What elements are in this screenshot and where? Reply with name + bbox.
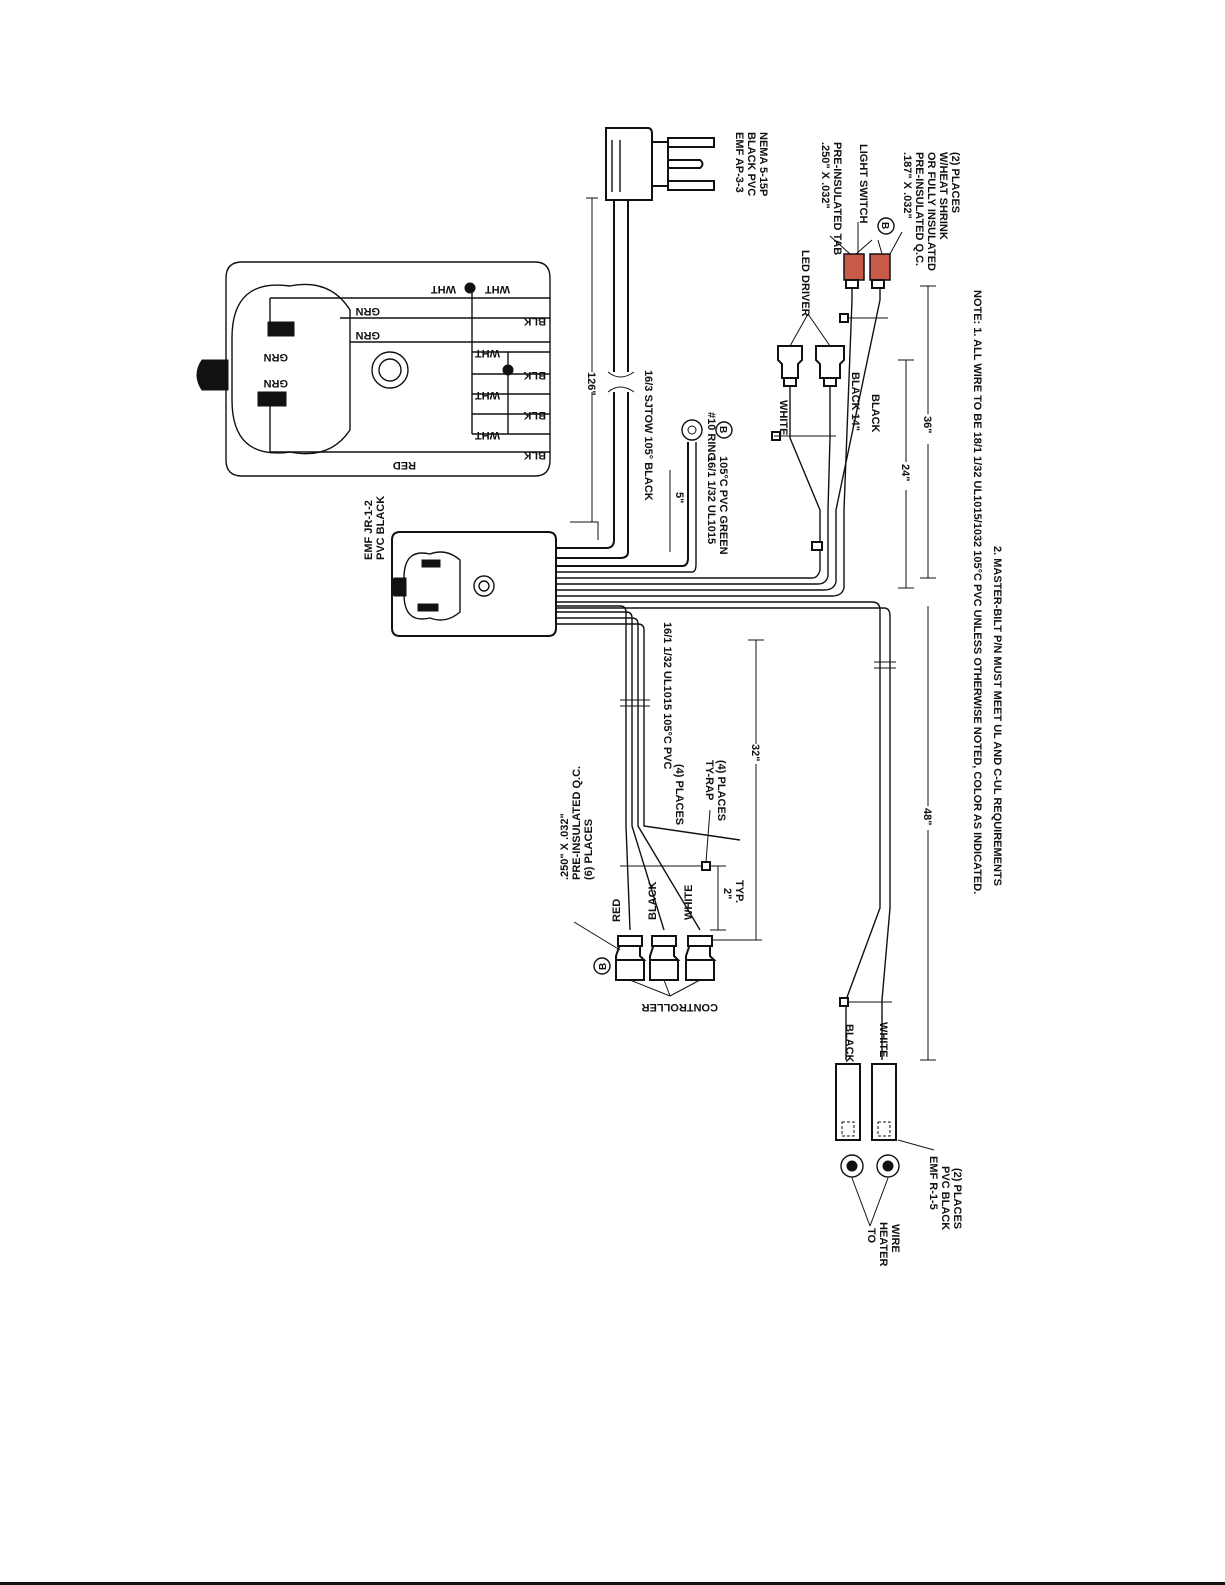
tyrap-label-2: (4) PLACES [715, 760, 727, 821]
heater-length-dimension [920, 606, 936, 1061]
light-qc-label-2: PRE-INSULATED Q.C. [913, 152, 925, 266]
schem-label-wht-5: WHT [475, 429, 500, 441]
light-tab-label-1: .250" X .032" [819, 142, 831, 209]
led-driver-label: LED DRIVER [799, 250, 811, 317]
receptacle-label-2: PVC BLACK [375, 496, 387, 560]
heater-connector-leader [897, 1139, 935, 1151]
controller-marker [593, 957, 611, 975]
plug-label-1: EMF AP-3-3 [733, 132, 745, 193]
light-wire-white: WHITE [777, 400, 789, 435]
controller-wire-black: BLACK [647, 881, 659, 920]
controller-qc-label-3: (6) PLACES [583, 819, 595, 880]
controller-spacing-dimension [710, 865, 726, 931]
page-bottom-rule [0, 1582, 1225, 1585]
heater-to-label-2: HEATER [877, 1222, 889, 1266]
heater-wire-black: BLACK [843, 1024, 855, 1063]
schem-label-blk-4: BLK [523, 449, 546, 461]
ground-marker [715, 421, 733, 439]
note-line-2: 2. MASTER-BILT P/N MUST MEET UL AND C-UL… [991, 546, 1003, 886]
tyrap-label-1: TY-RAP [703, 760, 715, 800]
ground-marker-label: B [717, 426, 728, 433]
schem-label-wht-3: WHT [475, 347, 500, 359]
controller-qc-label-1: .250" X .032" [559, 813, 571, 880]
heater-connectors [835, 1063, 900, 1178]
tyrap-leader [705, 809, 711, 863]
cord-length-dimension [570, 197, 599, 540]
schem-label-wht-1: WHT [431, 283, 456, 295]
schem-label-blk-1: BLK [523, 315, 546, 327]
controller-wire-red: RED [611, 899, 623, 922]
schem-label-wht-4: WHT [475, 389, 500, 401]
ground-wire [556, 419, 703, 573]
ground-ring-label: #10 RING [705, 412, 717, 461]
schem-label-grn-1: GRN [356, 305, 381, 317]
light-switch-label: LIGHT SWITCH [857, 144, 869, 223]
controller-spacing-2: TYP. [733, 880, 745, 903]
led-driver-leader [789, 313, 831, 347]
ground-wire-spec-2: 105°C PVC GREEN [717, 456, 729, 555]
schem-label-grn-3: GRN [264, 351, 289, 363]
light-wires [556, 286, 888, 597]
light-tab-label-2: PRE-INSULATED TAB [831, 142, 843, 255]
light-length-36: 36" [921, 416, 933, 433]
schem-label-grn-2: GRN [356, 329, 381, 341]
ground-wire-spec-1: 16/1 1/32 UL1015 [705, 456, 717, 544]
controller-spacing-1: 2" [721, 888, 733, 899]
light-wire-black: BLACK [869, 394, 881, 433]
schem-label-red: RED [393, 459, 416, 471]
heater-connector-label-3: (2) PLACES [951, 1168, 963, 1229]
schem-label-blk-2: BLK [523, 369, 546, 381]
light-marker [877, 217, 895, 235]
controller-wire-white: WHITE [683, 885, 695, 920]
schem-label-grn-4: GRN [264, 377, 289, 389]
light-length-24: 24" [899, 464, 911, 481]
ground-length-label: 5" [673, 492, 685, 503]
light-qc-label-4: W/HEAT SHRINK [937, 152, 949, 240]
power-cord [556, 200, 635, 559]
schematic-box [196, 261, 551, 477]
light-qc-leader [855, 239, 883, 255]
light-qc-label-1: .187" X .032" [901, 152, 913, 219]
controller-label: CONTROLLER [642, 1001, 718, 1013]
controller-length-label: 32" [749, 744, 761, 761]
heater-length-label: 48" [921, 808, 933, 825]
controller-spec-label-2: (4) PLACES [673, 764, 685, 825]
receptacle-label-1: EMF JR-1-2 [363, 500, 375, 560]
heater-wire-white: WHITE [877, 1022, 889, 1057]
controller-connectors [615, 935, 717, 981]
controller-qc-leader [573, 921, 621, 951]
heater-wire-leader [851, 1177, 889, 1227]
light-length-dimensions [898, 285, 936, 589]
light-wire-black-14: BLACK 14" [849, 372, 861, 431]
receptacle [391, 531, 557, 637]
controller-leaders [629, 979, 701, 997]
cord-spec-label: 16/3 SJTOW 105° BLACK [642, 370, 654, 501]
power-plug [605, 127, 715, 201]
light-qc-leader-2 [889, 231, 903, 255]
plug-label-3: NEMA 5-15P [757, 132, 769, 196]
heater-connector-label-2: PVC BLACK [939, 1166, 951, 1230]
controller-marker-label: B [598, 963, 609, 970]
light-qc-label-3: OR FULLY INSULATED [925, 152, 937, 271]
controller-spec-label-1: 16/1 1/32 UL1015 105°C PVC [661, 622, 673, 770]
heater-wires [556, 601, 896, 1060]
schem-label-blk-3: BLK [523, 409, 546, 421]
schem-label-wht-2: WHT [485, 283, 510, 295]
note-line-1: NOTE: 1. ALL WIRE TO BE 18/1 1/32 UL1015… [971, 290, 983, 894]
light-switch-terminals [843, 253, 891, 289]
cord-length-label: 126" [585, 372, 597, 396]
light-qc-label-5: (2) PLACES [949, 152, 961, 213]
plug-label-2: BLACK PVC [745, 132, 757, 196]
light-tab-leader [829, 235, 851, 255]
heater-connector-label-1: EMF R-1-5 [927, 1156, 939, 1210]
controller-length-dimension [712, 639, 764, 941]
light-marker-label: B [879, 222, 890, 229]
heater-to-label-3: WIRE [889, 1224, 901, 1253]
controller-qc-label-2: PRE-INSULATED Q.C. [571, 766, 583, 880]
led-driver-connectors [777, 345, 845, 387]
heater-to-label-1: TO [865, 1228, 877, 1244]
